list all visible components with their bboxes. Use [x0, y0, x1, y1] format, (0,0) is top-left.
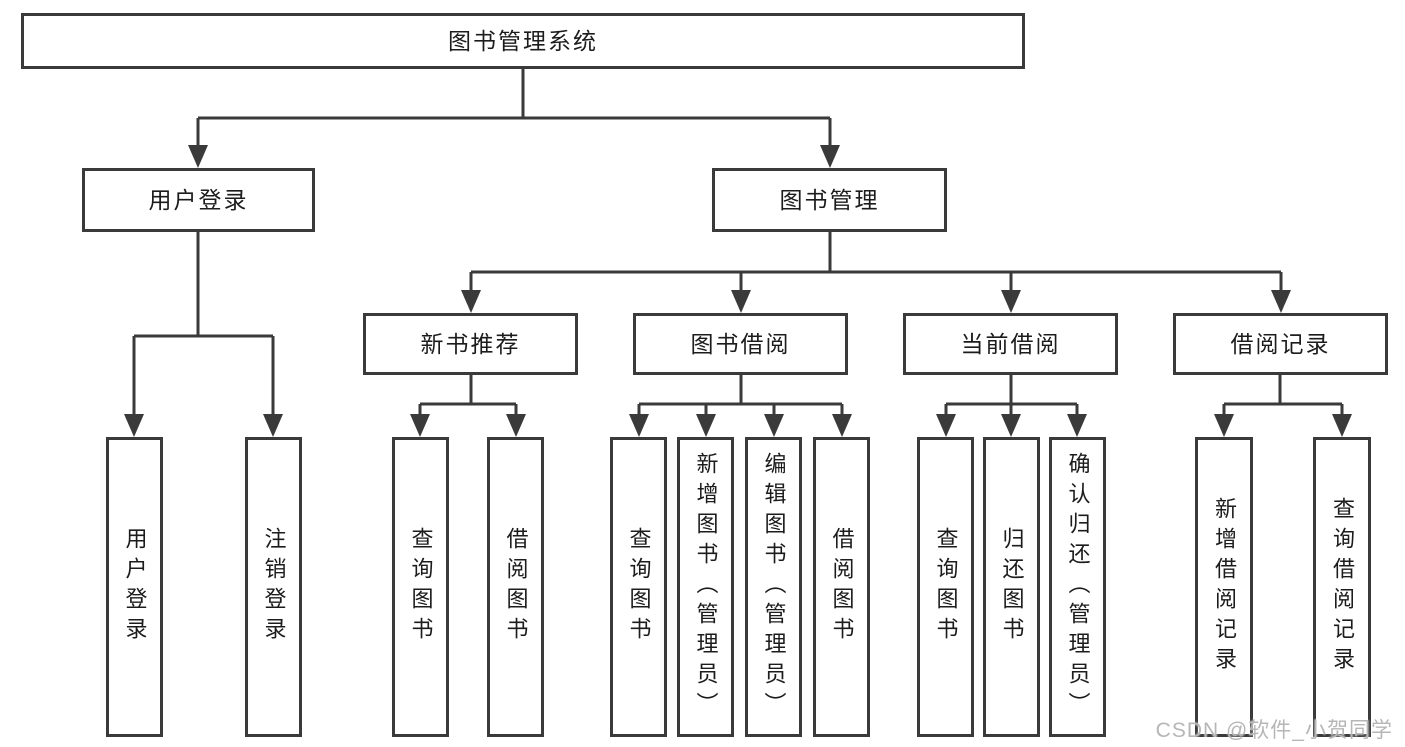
connectors-book-borrow [629, 375, 852, 437]
arrow-down-icon [124, 414, 144, 437]
leaf-return-books: 归还图书 [983, 437, 1040, 737]
leaf-query-books-current: 查询图书 [917, 437, 974, 737]
arrow-down-icon [764, 414, 784, 437]
node-current-borrow: 当前借阅 [903, 313, 1118, 375]
node-root: 图书管理系统 [21, 13, 1025, 69]
leaf-add-borrow-record: 新增借阅记录 [1195, 437, 1253, 737]
node-new-book-recommend: 新书推荐 [363, 313, 578, 375]
arrow-down-icon [696, 414, 716, 437]
connector-line [1222, 375, 1344, 416]
arrow-down-icon [629, 414, 649, 437]
arrow-down-icon [1067, 414, 1087, 437]
arrow-down-icon [188, 145, 208, 168]
connectors-user-login [124, 232, 283, 437]
arrow-down-icon [506, 414, 526, 437]
node-book-management: 图书管理 [712, 168, 947, 232]
arrow-down-icon [461, 290, 481, 313]
arrow-down-icon [1271, 290, 1291, 313]
arrow-down-icon [936, 414, 956, 437]
node-borrow-records: 借阅记录 [1173, 313, 1388, 375]
connector-line [132, 232, 275, 416]
connector-line [469, 232, 1283, 291]
connector-line [637, 375, 844, 416]
connectors-new-book [410, 375, 526, 437]
arrow-down-icon [1001, 414, 1021, 437]
leaf-query-borrow-record: 查询借阅记录 [1313, 437, 1371, 737]
arrow-down-icon [410, 414, 430, 437]
leaf-confirm-return-admin: 确认归还（管理员） [1049, 437, 1106, 737]
leaf-borrow-books-recommend: 借阅图书 [487, 437, 544, 737]
leaf-borrow-books: 借阅图书 [813, 437, 870, 737]
arrow-down-icon [1001, 290, 1021, 313]
arrow-down-icon [1214, 414, 1234, 437]
leaf-user-login: 用户登录 [106, 437, 163, 737]
connector-line [418, 375, 518, 416]
watermark: CSDN @软件_小贺同学 [1155, 719, 1393, 742]
connectors-borrow-records [1214, 375, 1352, 437]
arrow-down-icon [263, 414, 283, 437]
leaf-add-books-admin: 新增图书（管理员） [677, 437, 734, 737]
node-user-login: 用户登录 [82, 168, 315, 232]
connector-line [944, 375, 1079, 416]
arrow-down-icon [832, 414, 852, 437]
leaf-query-books-borrow: 查询图书 [610, 437, 667, 737]
node-book-borrow: 图书借阅 [633, 313, 848, 375]
connector-line [196, 69, 832, 147]
leaf-edit-books-admin: 编辑图书（管理员） [745, 437, 802, 737]
arrow-down-icon [1332, 414, 1352, 437]
connectors-root [188, 69, 840, 168]
arrow-down-icon [820, 145, 840, 168]
connectors-book-management [461, 232, 1291, 313]
leaf-query-books-recommend: 查询图书 [392, 437, 449, 737]
connectors-current-borrow [936, 375, 1087, 437]
leaf-logout: 注销登录 [245, 437, 302, 737]
arrow-down-icon [731, 290, 751, 313]
